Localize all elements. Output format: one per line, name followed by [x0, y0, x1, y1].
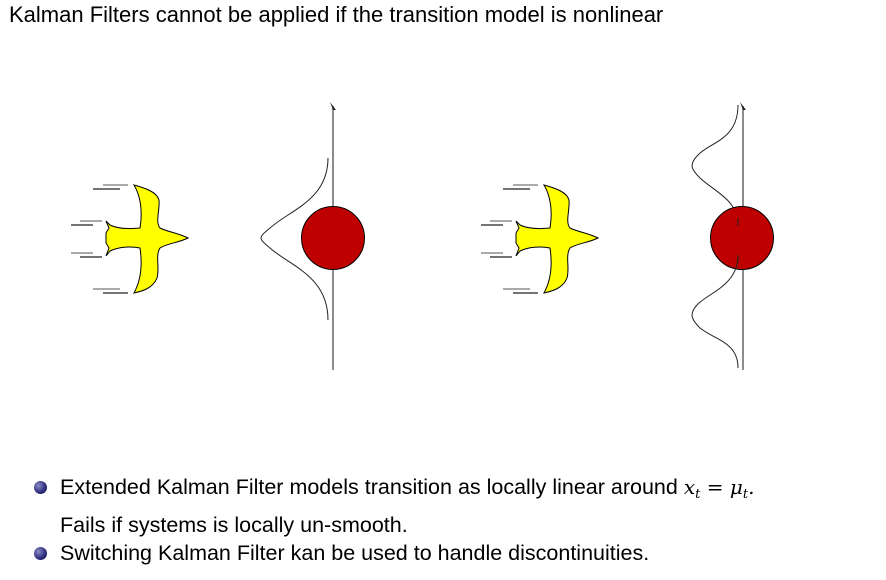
- gaussian-curve: [260, 157, 329, 321]
- bimodal-curve-upper: [691, 104, 739, 226]
- bird-left: [70, 184, 189, 294]
- bullet-icon: [34, 547, 47, 560]
- math-expression: xt = μt.: [683, 475, 755, 502]
- slide-title: Kalman Filters cannot be applied if the …: [9, 2, 664, 27]
- bird-shape: [105, 184, 189, 294]
- bird-right: [480, 184, 599, 294]
- bird-shape: [515, 184, 599, 294]
- unimodal-axis: [260, 102, 365, 370]
- bimodal-axis: [691, 102, 774, 370]
- axis-arrowhead-icon: [330, 102, 336, 110]
- bullet-line: Switching Kalman Filter kan be used to h…: [60, 541, 650, 565]
- bullet-line: Extended Kalman Filter models transition…: [60, 475, 755, 502]
- red-ball: [301, 206, 365, 270]
- axis-arrowhead-icon: [740, 102, 746, 110]
- bullet-line-2: Fails if systems is locally un-smooth.: [60, 513, 408, 537]
- bimodal-curve-lower: [691, 254, 739, 369]
- bullet-icon: [34, 481, 47, 494]
- red-ball: [710, 206, 774, 270]
